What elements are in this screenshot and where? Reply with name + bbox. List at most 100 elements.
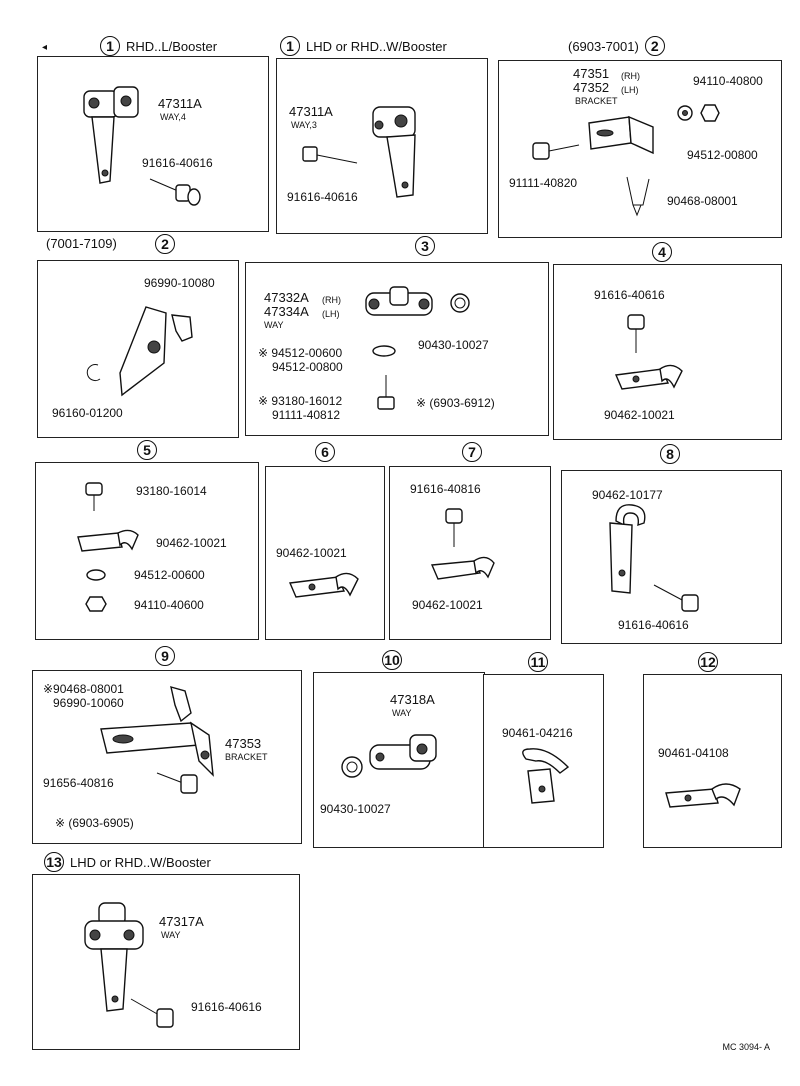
part-number: 90430-10027 [320,802,391,816]
bracket-illustration [588,115,654,155]
section-number: 11 [528,652,548,672]
bolt-illustration [130,998,174,1028]
section-title: LHD or RHD..W/Booster [70,854,211,870]
section-4-box: 91616-40616 90462-10021 [553,264,782,440]
section-11-box: 90461-04216 [483,674,604,848]
section-number: 12 [698,652,718,672]
section-2b-number: 2 [155,234,175,254]
bolt-illustration [627,314,645,353]
clamp-illustration [522,748,570,804]
part-number: 47332A [264,290,309,305]
part-side: (LH) [621,85,639,95]
part-number: 91111-40820 [509,176,578,190]
section-number: 1 [100,36,120,56]
bracket-clamp-illustration [609,504,646,594]
section-11-header: 11 [528,652,548,672]
section-8-box: 90462-10177 91616-40616 [561,470,782,644]
section-9-header: 9 [155,646,175,666]
date-note: ※ (6903-6912) [416,396,495,410]
part-number: 94110-40800 [693,74,763,88]
section-1b-header: 1 LHD or RHD..W/Booster [280,36,447,56]
section-2a-header: (6903-7001) 2 [568,36,665,56]
part-side: (RH) [621,71,640,81]
section-3-header: 3 [415,236,435,256]
part-number: 47318A [390,692,435,707]
section-number: 2 [155,234,175,254]
part-number: 93180-16014 [136,484,207,498]
part-number: 94512-00800 [272,360,343,374]
part-number: 96160-01200 [52,406,123,420]
section-2a-box: 47351 (RH) 47352 (LH) BRACKET 94110-4080… [498,60,782,238]
part-number: 90462-10021 [604,408,675,422]
part-number: 47311A [158,96,202,111]
part-number: 90462-10177 [592,488,663,502]
part-number: 90461-04108 [658,746,729,760]
nut-illustration [85,596,107,612]
part-number: 96990-10080 [144,276,215,290]
way-fitting-illustration [369,734,437,770]
section-4-header: 4 [652,242,672,262]
section-number: 10 [382,650,402,670]
bracket-illustration [100,721,214,777]
part-number: 47352 [573,80,610,95]
corner-mark: ◂ [42,42,48,53]
washer-illustration [450,293,470,313]
clamp-illustration [430,556,495,580]
clip-illustration [170,686,192,723]
bolt-illustration [377,375,395,410]
section-number: 7 [462,442,482,462]
section-13-header: 13 LHD or RHD..W/Booster [44,852,211,872]
section-2b-box: 96990-10080 96160-01200 [37,260,239,438]
part-desc: BRACKET [225,752,268,762]
part-number: 94110-40600 [134,598,204,612]
part-number: 94512-00600 [134,568,205,582]
section-7-box: 91616-40816 90462-10021 [389,466,551,640]
part-number: 47353 [225,736,262,751]
section-number: 3 [415,236,435,256]
part-number: 91616-40816 [410,482,481,496]
washer-illustration [372,345,396,357]
part-number: 90430-10027 [418,338,489,352]
part-number: 47334A [264,304,309,319]
section-3-box: 47332A (RH) 47334A (LH) WAY 90430-10027 … [245,262,549,436]
section-6-header: 6 [315,442,335,462]
section-1b-box: 47311A WAY,3 91616-40616 [276,58,488,234]
part-desc: WAY [264,320,284,330]
section-5-header: 5 [137,440,157,460]
part-number: 91616-40616 [191,1000,262,1014]
section-title: (6903-7001) [568,38,639,54]
part-number: 94512-00800 [687,148,758,162]
section-13-box: 47317A WAY 91616-40616 [32,874,300,1050]
section-10-box: 47318A WAY 90430-10027 [313,672,485,848]
part-number: 90462-10021 [412,598,483,612]
way-fitting-illustration [84,902,144,1012]
clip-illustration [171,314,193,342]
part-number: 91656-40816 [43,776,114,790]
part-number: 96990-10060 [53,696,124,710]
bolt-illustration [653,584,699,612]
section-9-box: ※90468-08001 96990-10060 47353 BRACKET 9… [32,670,302,844]
part-number: 47311A [289,104,333,119]
part-side: (LH) [322,309,340,319]
way4-fitting-illustration [83,86,139,184]
part-number: 90462-10021 [156,536,227,550]
section-title: (7001-7109) [46,236,117,251]
clamp-illustration [614,364,683,390]
section-number: 9 [155,646,175,666]
way3-fitting-illustration [372,106,416,198]
section-number: 6 [315,442,335,462]
section-10-header: 10 [382,650,402,670]
part-desc: WAY,4 [160,112,186,122]
clip-illustration [86,364,101,382]
part-desc: BRACKET [575,96,618,106]
part-number: 91616-40616 [142,156,213,170]
part-number: 90462-10021 [276,546,347,560]
clamp-illustration [288,572,359,598]
washer-illustration [341,756,363,778]
plate-illustration [119,306,167,397]
bolt-illustration [532,142,580,160]
part-number: ※ 94512-00600 [258,346,343,360]
section-number: 2 [644,36,665,56]
section-8-header: 8 [660,444,680,464]
way-fitting-illustration [365,286,433,316]
